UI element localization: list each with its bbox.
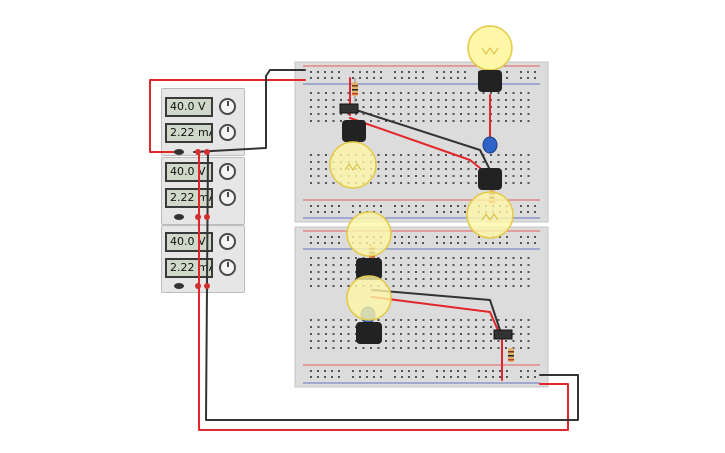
- current-display: 2.22 mA: [165, 188, 213, 208]
- wire-black-1[interactable]: [193, 69, 306, 153]
- wire-black-3[interactable]: [355, 109, 491, 171]
- light-bulb-3[interactable]: [466, 168, 514, 239]
- switch-1[interactable]: [339, 103, 359, 114]
- resistor-1[interactable]: [352, 78, 358, 102]
- voltage-knob[interactable]: [219, 163, 236, 180]
- wire-red-2[interactable]: [198, 151, 569, 431]
- resistor-4[interactable]: [508, 348, 514, 362]
- current-knob[interactable]: [219, 259, 236, 276]
- light-bulb-2[interactable]: [329, 120, 377, 189]
- current-display: 2.22 mA: [165, 123, 213, 143]
- psu-terminals-2[interactable]: [174, 214, 210, 220]
- voltage-display: 40.0 V: [165, 97, 213, 117]
- wire-black-2[interactable]: [205, 151, 579, 421]
- voltage-knob[interactable]: [219, 233, 236, 250]
- wire-red-6[interactable]: [371, 296, 501, 336]
- power-supply-2[interactable]: 40.0 V 2.22 mA: [161, 157, 245, 225]
- light-bulb-4[interactable]: [346, 211, 392, 280]
- wire-red-1[interactable]: [149, 79, 306, 153]
- power-supply-1[interactable]: 40.0 V 2.22 mA: [161, 88, 245, 156]
- current-knob[interactable]: [219, 124, 236, 141]
- wire-black-4[interactable]: [371, 289, 501, 331]
- breadboard-bottom[interactable]: [294, 226, 549, 388]
- psu-terminals-1[interactable]: [174, 149, 210, 155]
- voltage-display: 40.0 V: [165, 162, 213, 182]
- voltage-knob[interactable]: [219, 98, 236, 115]
- light-bulb-5[interactable]: [346, 275, 392, 344]
- voltage-display: 40.0 V: [165, 232, 213, 252]
- switch-2[interactable]: [493, 329, 513, 340]
- psu-terminals-3[interactable]: [174, 283, 210, 289]
- power-supply-3[interactable]: 40.0 V 2.22 mA: [161, 225, 245, 293]
- current-display: 2.22 mA: [165, 258, 213, 278]
- light-bulb-1[interactable]: [467, 25, 513, 92]
- wire-red-4[interactable]: [349, 117, 481, 169]
- capacitor-1[interactable]: [482, 136, 498, 154]
- current-knob[interactable]: [219, 189, 236, 206]
